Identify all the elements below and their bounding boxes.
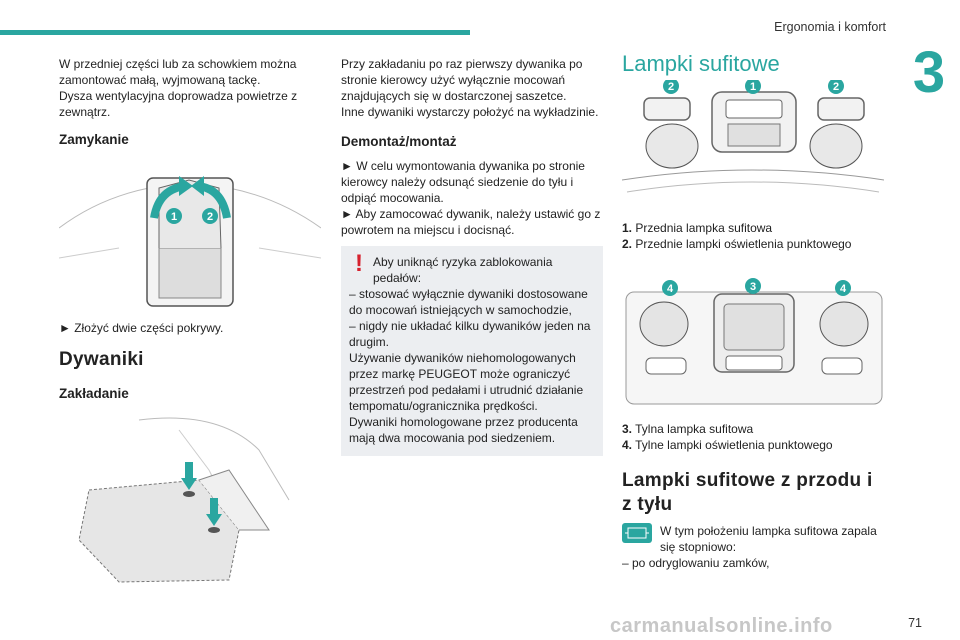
legend-item-3: Tylna lampka sufitowa	[635, 422, 754, 436]
chapter-tab: 3	[898, 42, 960, 104]
page-title: Lampki sufitowe	[622, 51, 780, 76]
page-number: 71	[908, 616, 922, 630]
legend-num-1: 1.	[622, 221, 633, 235]
warning-icon: !	[355, 250, 363, 277]
svg-text:2: 2	[833, 81, 839, 93]
heading-removal: Demontaż/montaż	[341, 134, 457, 149]
legend-item-2: Przednie lampki oświetlenia punktowego	[635, 237, 852, 251]
column-left: W przedniej części lub za schowkiem możn…	[58, 56, 322, 589]
heading-closing: Zamykanie	[59, 132, 129, 147]
callout-1	[166, 208, 182, 224]
console-closing-illustration: 1 2	[58, 158, 322, 308]
legend-item-1: Przednia lampka sufitowa	[635, 221, 773, 235]
callout-4-right	[835, 280, 851, 296]
warning-box: ! Aby uniknąć ryzyka zablokowania pedałó…	[341, 246, 603, 456]
intro-paragraph-1: W przedniej części lub za schowkiem możn…	[59, 57, 297, 87]
watermark: carmanualsonline.info	[610, 615, 833, 637]
chapter-number: 3	[912, 40, 946, 105]
column-right: Lampki sufitowe 2 1 2 1. Przednia lampka…	[621, 51, 885, 571]
warning-line-3: – nigdy nie układać kilku dywaników jede…	[349, 319, 591, 349]
heading-front-rear-lamps: Lampki sufitowe z przodu i z tyłu	[622, 470, 873, 515]
front-lamp-legend: 1. Przednia lampka sufitowa 2. Przednie …	[622, 220, 884, 252]
mats-paragraph-2: Inne dywaniki wystarczy położyć na wykła…	[341, 105, 599, 119]
floor-mat-illustration	[59, 410, 321, 585]
callout-1-top	[745, 78, 761, 94]
column-middle: Przy zakładaniu po raz pierwszy dywanika…	[341, 56, 603, 456]
legend-item-4: Tylne lampki oświetlenia punktowego	[635, 438, 833, 452]
legend-num-3: 3.	[622, 422, 633, 436]
door-mode-block: W tym położeniu lampka sufitowa zapala s…	[622, 523, 884, 571]
mats-paragraph-1: Przy zakładaniu po raz pierwszy dywanika…	[341, 57, 583, 103]
header-accent-bar	[0, 30, 470, 35]
heading-mats: Dywaniki	[59, 349, 144, 370]
svg-text:4: 4	[840, 283, 847, 295]
removal-step-1: ► W celu wymontowania dywanika po stroni…	[341, 159, 585, 205]
rear-ceiling-lamp-illustration: 4 3 4	[625, 278, 883, 405]
heading-fitting: Zakładanie	[59, 386, 129, 401]
door-mode-text: W tym położeniu lampka sufitowa zapala s…	[660, 524, 877, 554]
removal-step-2: ► Aby zamocować dywanik, należy ustawić …	[341, 207, 601, 237]
closing-step: ► Złożyć dwie części pokrywy.	[59, 321, 224, 335]
svg-text:2: 2	[207, 211, 213, 223]
svg-text:1: 1	[171, 211, 177, 223]
door-mode-icon	[622, 523, 652, 543]
callout-2-right	[828, 78, 844, 94]
svg-text:3: 3	[750, 281, 756, 293]
svg-text:4: 4	[667, 283, 674, 295]
section-title: Ergonomia i komfort	[774, 20, 886, 34]
legend-num-4: 4.	[622, 438, 633, 452]
callout-3-top	[745, 278, 761, 294]
callout-2-left	[663, 78, 679, 94]
intro-paragraph-2: Dysza wentylacyjna doprowadza powietrze …	[59, 89, 298, 119]
front-ceiling-lamp-illustration: 2 1 2	[621, 78, 885, 193]
svg-text:1: 1	[750, 81, 756, 93]
warning-line-5: Dywaniki homologowane przez producenta m…	[349, 415, 578, 445]
callout-2	[202, 208, 218, 224]
callout-4-left	[662, 280, 678, 296]
svg-text:2: 2	[668, 81, 674, 93]
rear-lamp-legend: 3. Tylna lampka sufitowa 4. Tylne lampki…	[622, 421, 884, 453]
legend-num-2: 2.	[622, 237, 633, 251]
warning-line-1: Aby uniknąć ryzyka zablokowania pedałów:	[373, 255, 553, 285]
door-mode-condition-1: – po odryglowaniu zamków,	[622, 556, 770, 570]
warning-line-2: – stosować wyłącznie dywaniki dostosowan…	[349, 287, 588, 317]
warning-line-4: Używanie dywaników niehomologowanych prz…	[349, 351, 584, 413]
